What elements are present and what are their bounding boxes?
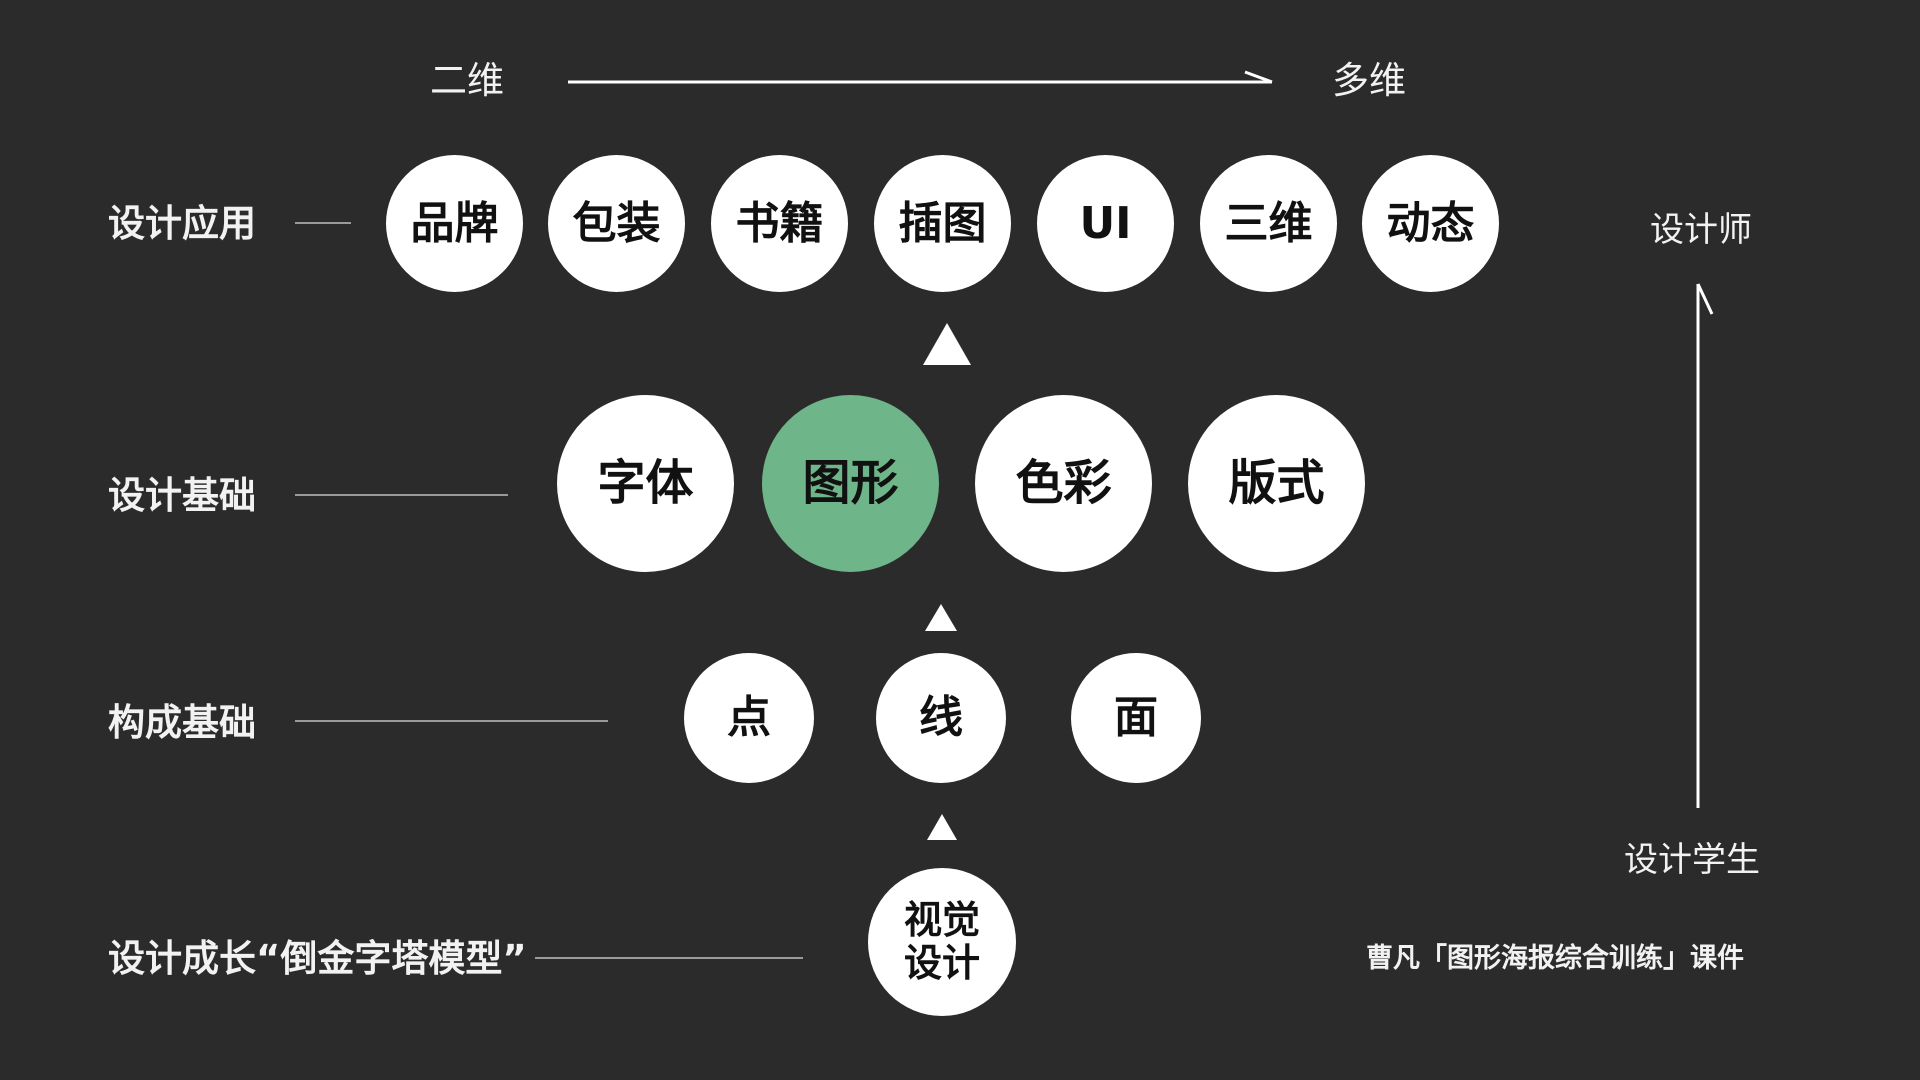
connector-line-foundation — [295, 494, 508, 496]
connector-line-composition — [295, 720, 608, 722]
connector-line-base — [535, 957, 803, 959]
axis-label-multidimensional: 多维 — [1332, 59, 1406, 102]
row-label-growth-model: 设计成长“倒金字塔模型” — [108, 937, 527, 980]
node-point: 点 — [684, 653, 814, 783]
row-label-design-foundation: 设计基础 — [108, 474, 256, 517]
row-label-design-application: 设计应用 — [108, 202, 256, 245]
node-3d: 三维 — [1200, 155, 1337, 292]
axis-label-2d: 二维 — [430, 59, 504, 102]
node-packaging: 包装 — [548, 155, 685, 292]
node-visual-design-line1: 视觉 — [903, 898, 980, 943]
vertical-arrow-icon — [1696, 283, 1714, 808]
node-ui: UI — [1037, 155, 1174, 292]
node-layout: 版式 — [1188, 395, 1365, 572]
node-graphics: 图形 — [762, 395, 939, 572]
up-triangle-icon — [927, 814, 957, 840]
node-illustration: 插图 — [874, 155, 1011, 292]
up-triangle-icon — [923, 323, 971, 365]
course-credit: 曹凡「图形海报综合训练」课件 — [1366, 943, 1744, 974]
node-brand: 品牌 — [386, 155, 523, 292]
row-label-composition-foundation: 构成基础 — [108, 701, 256, 744]
node-typography: 字体 — [557, 395, 734, 572]
horizontal-arrow-icon — [568, 70, 1273, 84]
connector-line-application — [295, 222, 351, 224]
node-visual-design-line2: 设计 — [903, 941, 980, 985]
axis-label-design-student: 设计学生 — [1624, 840, 1760, 880]
node-visual-design: 视觉 设计 — [868, 868, 1016, 1016]
up-triangle-icon — [925, 604, 957, 631]
node-plane: 面 — [1071, 653, 1201, 783]
node-line: 线 — [876, 653, 1006, 783]
node-books: 书籍 — [711, 155, 848, 292]
axis-label-designer: 设计师 — [1650, 210, 1752, 250]
node-motion: 动态 — [1362, 155, 1499, 292]
node-color: 色彩 — [975, 395, 1152, 572]
